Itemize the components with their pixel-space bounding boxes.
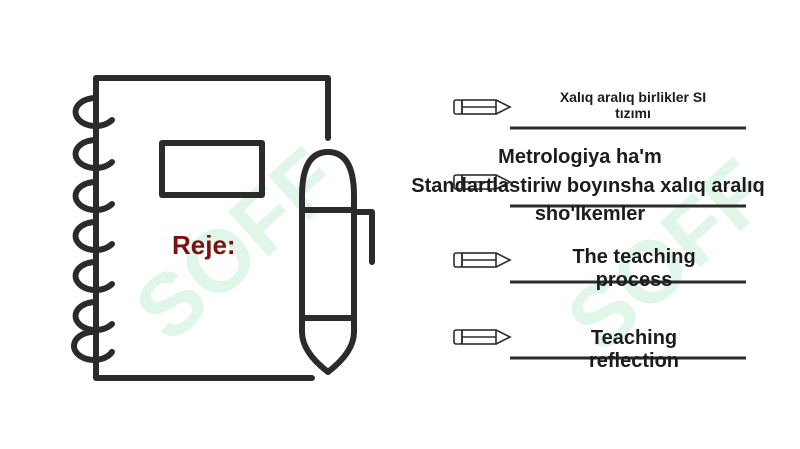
plan-item-4-line-2: reflection bbox=[588, 350, 680, 372]
plan-item-1: Xalıq aralıq birlikler SI tızımı bbox=[510, 89, 756, 121]
watermark-left: SOFF bbox=[116, 129, 357, 360]
plan-item-1-line-1: Xalıq aralıq birlikler SI bbox=[559, 89, 707, 105]
plan-item-3-line-2: process bbox=[595, 269, 673, 291]
plan-item-4-line-1: Teaching bbox=[590, 327, 678, 349]
plan-item-2-line-2: Standartlastiriw boyınsha xalıq aralıq bbox=[411, 175, 765, 197]
plan-heading: Reje: bbox=[172, 230, 236, 260]
plan-item-4: Teaching reflection bbox=[520, 327, 748, 373]
watermark-text-left: SOFF bbox=[116, 129, 357, 360]
pencil-icon bbox=[453, 99, 512, 345]
notebook-icon bbox=[71, 75, 331, 381]
item-underlines bbox=[510, 126, 746, 360]
plan-item-3: The teaching process bbox=[520, 246, 748, 292]
plan-item-2-line-1: Metrologiya ha'm bbox=[498, 146, 662, 168]
pen-icon bbox=[299, 149, 375, 375]
plan-item-2-line-3: sho'lkemler bbox=[534, 203, 646, 225]
plan-item-1-line-2: tızımı bbox=[615, 105, 651, 122]
plan-item-3-line-1: The teaching bbox=[572, 246, 696, 268]
